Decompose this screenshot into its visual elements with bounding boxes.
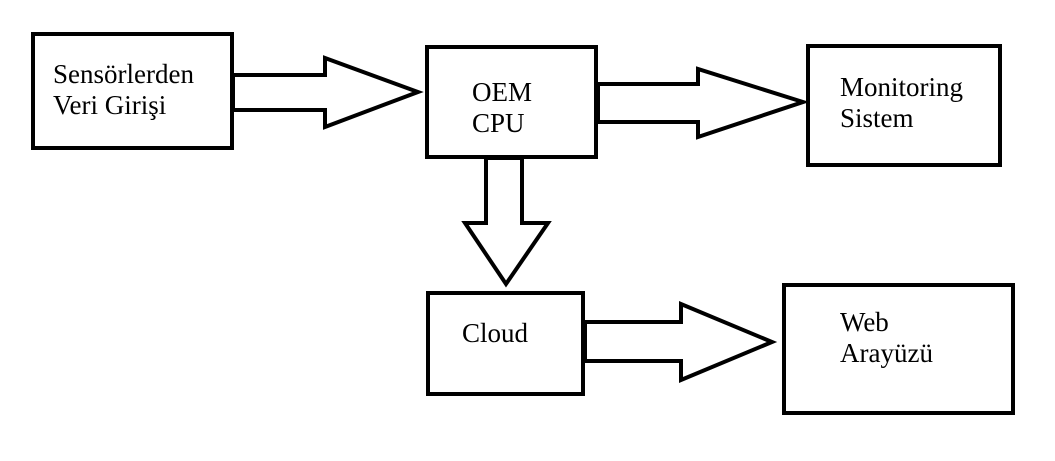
arrow-sensors-to-cpu (231, 55, 424, 130)
arrow-cloud-to-web (583, 300, 778, 384)
cloud-box (426, 291, 585, 396)
web-interface-label-line1: Web (840, 307, 889, 337)
monitoring-system-label-line1: Monitoring (840, 72, 964, 102)
sensor-input-label: Sensörlerden Veri Girişi (53, 59, 194, 121)
web-interface-label: Web Arayüzü (840, 307, 933, 369)
sensor-input-label-line1: Sensörlerden (53, 59, 194, 89)
cloud-label: Cloud (462, 318, 528, 349)
sensor-input-label-line2: Veri Girişi (53, 90, 167, 120)
oem-cpu-box (425, 45, 598, 159)
monitoring-system-box (806, 44, 1002, 167)
monitoring-system-label-line2: Sistem (840, 103, 914, 133)
oem-cpu-label: OEM CPU (472, 77, 532, 139)
oem-cpu-label-line1: OEM (472, 77, 532, 107)
oem-cpu-label-line2: CPU (472, 108, 525, 138)
sensor-input-box (31, 32, 234, 150)
monitoring-system-label: Monitoring Sistem (840, 72, 963, 134)
web-interface-label-line2: Arayüzü (840, 338, 933, 368)
web-interface-box (782, 283, 1015, 415)
arrow-cpu-to-cloud (461, 156, 552, 288)
arrow-cpu-to-monitoring (596, 66, 810, 140)
cloud-label-line1: Cloud (462, 318, 529, 348)
